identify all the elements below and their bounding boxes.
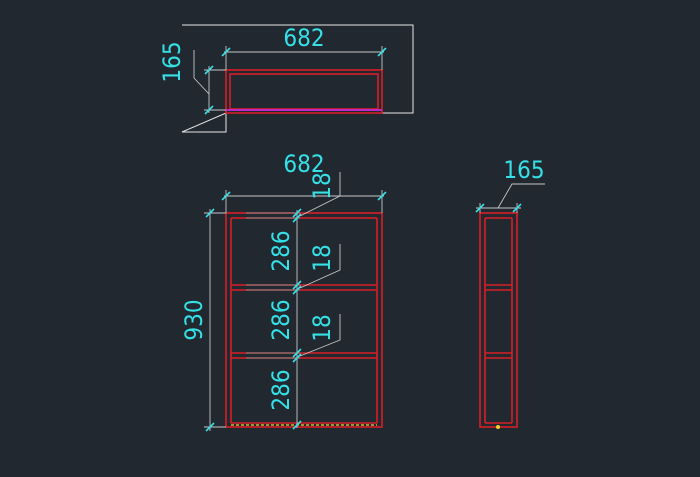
board-3-label: 18	[308, 314, 336, 341]
board-3-leader	[299, 314, 341, 357]
top-view-inner-frame	[229, 73, 379, 110]
top-depth-label: 165	[158, 41, 186, 82]
shelf-tick-4	[292, 285, 302, 295]
board-2-leader	[299, 244, 341, 289]
side-view: 165	[475, 156, 545, 429]
top-width-label: 682	[283, 24, 324, 52]
side-depth-leader	[497, 183, 545, 209]
front-height-tick-bottom	[205, 422, 215, 432]
front-height-label: 930	[180, 299, 208, 340]
board-2-label: 18	[308, 244, 336, 271]
side-depth-tick-right	[512, 203, 522, 213]
front-width-label: 682	[283, 150, 324, 178]
board-1-label: 18	[308, 172, 336, 199]
shelf-tick-1	[292, 208, 302, 218]
top-view: 682 165	[158, 24, 414, 133]
top-depth-leader	[193, 50, 210, 95]
shelf-gap-3-label: 286	[267, 369, 295, 410]
shelf-tick-2	[292, 213, 302, 223]
top-width-tick-right	[377, 47, 387, 57]
side-depth-label: 165	[503, 156, 544, 184]
board-1-leader	[299, 172, 341, 217]
top-depth-tick-top	[204, 65, 214, 75]
shelf-gap-2-label: 286	[267, 299, 295, 340]
side-base-marker	[496, 425, 500, 429]
front-height-tick-top	[205, 208, 215, 218]
top-width-tick-left	[221, 47, 231, 57]
shelf-tick-5	[292, 348, 302, 358]
top-depth-tick-bottom	[204, 105, 214, 115]
side-depth-tick-left	[475, 203, 485, 213]
top-view-outer-frame	[225, 69, 383, 114]
front-view: 682 930 286 286 286 18 18 18	[180, 150, 387, 432]
shelf-tick-3	[292, 280, 302, 290]
front-view-outer-frame	[225, 212, 383, 428]
front-width-tick-right	[377, 191, 387, 201]
shelf-gap-1-label: 286	[267, 230, 295, 271]
front-width-tick-left	[221, 191, 231, 201]
shelf-tick-6	[292, 353, 302, 363]
top-view-outline	[181, 24, 414, 133]
shelf-tick-7	[292, 420, 302, 430]
